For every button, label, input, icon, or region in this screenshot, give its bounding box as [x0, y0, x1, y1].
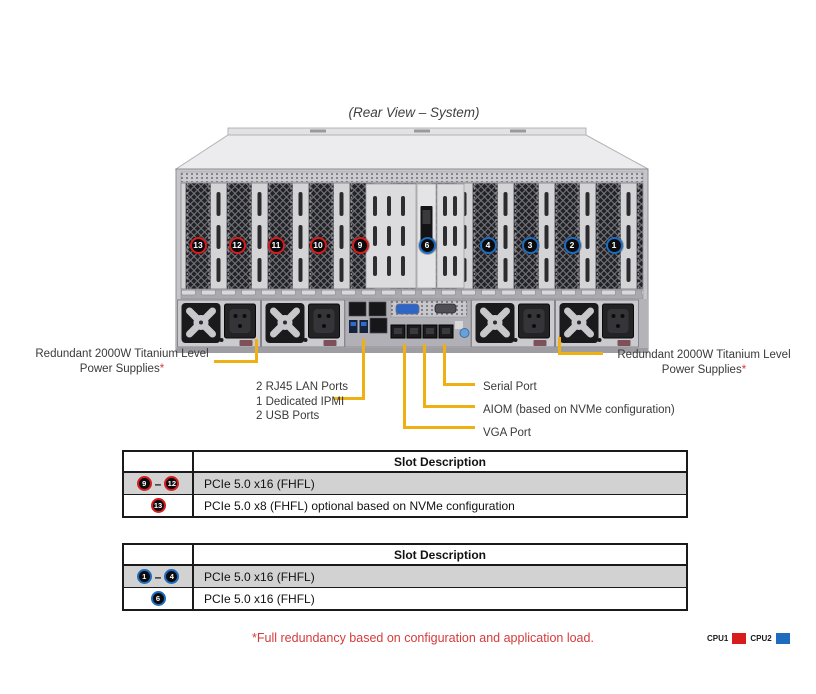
- slot-description: PCIe 5.0 x8 (FHFL) optional based on NVM…: [204, 498, 515, 513]
- psu-io-section: [176, 299, 648, 349]
- table-row: 1 – 4 PCIe 5.0 x16 (FHFL): [124, 565, 686, 587]
- psu-left-label-line2: Power Supplies*: [79, 362, 165, 375]
- slot-description: PCIe 5.0 x16 (FHFL): [204, 591, 315, 606]
- thumbscrew: [459, 328, 470, 338]
- slot6-card: [416, 183, 437, 289]
- table-header-row: Slot Description: [124, 545, 686, 565]
- table-row: 6 PCIe 5.0 x16 (FHFL): [124, 587, 686, 609]
- range-dash: –: [154, 569, 162, 584]
- io-ports-label-line3: 2 USB Ports: [256, 410, 320, 422]
- slot-table-cpu1: Slot Description 9 – 12 PCIe 5.0 x16 (FH…: [122, 450, 688, 518]
- slot-badge-11: 11: [267, 236, 285, 254]
- slot-description: PCIe 5.0 x16 (FHFL): [204, 569, 315, 584]
- serial-port-label: Serial Port: [483, 381, 537, 393]
- usb-port-2: [359, 320, 368, 333]
- io-tab: [455, 321, 463, 329]
- io-ports-label: 2 RJ45 LAN Ports 1 Dedicated IPMI 2 USB …: [256, 380, 348, 424]
- redundancy-footnote: *Full redundancy based on configuration …: [252, 631, 594, 645]
- lan-port-1: [348, 301, 367, 317]
- table-row: 9 – 12 PCIe 5.0 x16 (FHFL): [124, 472, 686, 494]
- table-header-row: Slot Description: [124, 452, 686, 472]
- aiom-ports: [390, 324, 454, 339]
- slot-badge: 6: [150, 591, 166, 606]
- slot-badge-9: 9: [351, 236, 369, 254]
- psu-right-callout-line: [558, 337, 603, 355]
- slot-range-start-badge: 9: [136, 476, 152, 491]
- cpu1-color-swatch: [732, 633, 747, 644]
- usb-port-1: [349, 320, 358, 333]
- vga-port-label: VGA Port: [483, 427, 531, 439]
- cpu2-legend-label: CPU2: [750, 634, 772, 643]
- lan-port-2: [368, 301, 387, 317]
- table-row: 13 PCIe 5.0 x8 (FHFL) optional based on …: [124, 494, 686, 516]
- vga-callout-line: [403, 344, 475, 429]
- table-header-label: Slot Description: [393, 454, 486, 469]
- chassis-bottom: [176, 348, 648, 353]
- io-ports-callout-line: [334, 339, 365, 400]
- vent-strip: [180, 171, 644, 183]
- serial-callout-line: [443, 344, 475, 386]
- page-title: (Rear View – System): [348, 105, 480, 120]
- pcie-slot-area: [180, 182, 644, 290]
- slot-description: PCIe 5.0 x16 (FHFL): [204, 476, 315, 491]
- psu-right-label-line1: Redundant 2000W Titanium Level: [617, 349, 791, 361]
- slot-badge: 13: [150, 498, 166, 513]
- slot-range-start-badge: 1: [136, 569, 152, 584]
- psu-left-callout-line: [214, 339, 258, 363]
- serial-port: [434, 303, 457, 314]
- slot-table-cpu2: Slot Description 1 – 4 PCIe 5.0 x16 (FHF…: [122, 543, 688, 611]
- psu-left-label-line1: Redundant 2000W Titanium Level: [35, 348, 209, 360]
- slot-badge-1: 1: [605, 236, 623, 254]
- cpu1-legend-label: CPU1: [707, 634, 729, 643]
- table-badge-column-header: [124, 452, 194, 471]
- asterisk: *: [159, 362, 165, 375]
- slot-range-end-badge: 4: [164, 569, 180, 584]
- cpu2-color-swatch: [775, 633, 790, 644]
- ipmi-port: [369, 317, 388, 334]
- table-badge-column-header: [124, 545, 194, 564]
- io-ports-label-line1: 2 RJ45 LAN Ports: [256, 381, 349, 393]
- vent-row: [180, 289, 644, 300]
- range-dash: –: [154, 476, 162, 491]
- psu-left-label: Redundant 2000W Titanium Level Power Sup…: [28, 347, 216, 376]
- psu-3: [472, 300, 555, 347]
- io-panel: [344, 299, 472, 348]
- aiom-callout-line: [423, 344, 475, 408]
- psu-2: [262, 300, 345, 347]
- io-shield-panel: [365, 183, 465, 289]
- chassis-top: [174, 127, 649, 170]
- aiom-label: AIOM (based on NVMe configuration): [483, 404, 675, 416]
- table-header-label: Slot Description: [393, 547, 486, 562]
- psu-right-label-line2: Power Supplies*: [661, 363, 747, 376]
- slot-badge-10: 10: [309, 236, 327, 254]
- io-ports-label-line2: 1 Dedicated IPMI: [256, 395, 345, 408]
- slot-badge-12: 12: [228, 236, 246, 254]
- asterisk: *: [741, 363, 747, 376]
- slot-range-end-badge: 12: [164, 476, 180, 491]
- server-rear-illustration: [170, 127, 649, 353]
- cpu-legend: CPU1 CPU2: [707, 633, 790, 644]
- slot-badge-4: 4: [479, 236, 497, 254]
- slot-badge-13: 13: [189, 236, 207, 254]
- slot-badge-3: 3: [521, 236, 539, 254]
- vga-port: [395, 303, 420, 315]
- slot-badge-6: 6: [418, 236, 436, 254]
- psu-right-label: Redundant 2000W Titanium Level Power Sup…: [606, 348, 802, 377]
- slot-badge-2: 2: [563, 236, 581, 254]
